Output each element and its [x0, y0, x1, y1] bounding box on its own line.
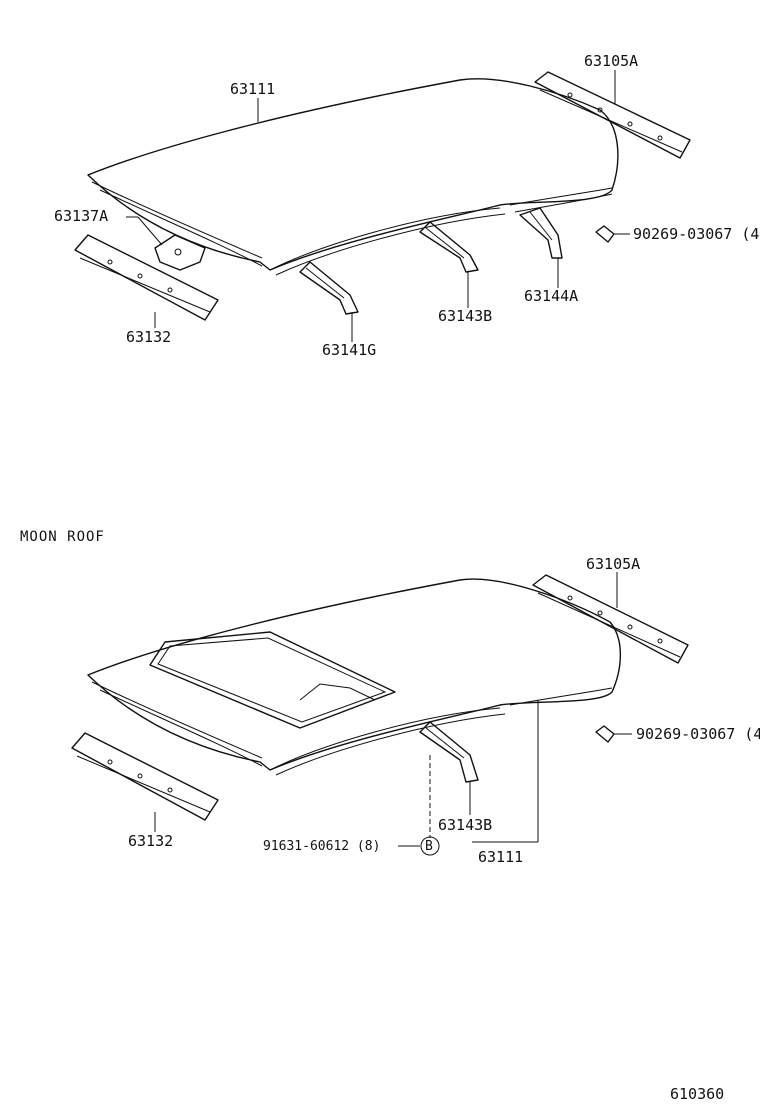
- top-bracket: [154, 234, 206, 271]
- moon-label-front-rail: 63132: [128, 832, 174, 850]
- moon-label-screw-ref: B: [425, 839, 433, 854]
- moon-rear-rail: [532, 574, 689, 664]
- top-center-brace: [299, 261, 359, 315]
- top-label-center-brace: 63141G: [322, 341, 377, 359]
- top-leaders: [126, 70, 630, 342]
- moon-label-screw: 91631-60612 (8): [263, 839, 381, 854]
- moon-clip: [595, 725, 615, 743]
- top-label-roof-panel: 63111: [230, 80, 276, 98]
- moon-label-clip: 90269-03067 (4): [636, 725, 760, 743]
- top-roof-bow-b: [419, 221, 479, 273]
- moon-front-rail: [71, 732, 219, 821]
- moon-label-roof-panel: 63111: [478, 848, 524, 866]
- moon-label-roof-bow-b: 63143B: [438, 816, 493, 834]
- top-label-rear-rail: 63105A: [584, 52, 639, 70]
- top-roof-panel: [87, 78, 619, 276]
- top-label-clip: 90269-03067 (4): [633, 225, 760, 243]
- top-label-front-rail: 63132: [126, 328, 172, 346]
- figure-code: 610360: [670, 1085, 725, 1103]
- moon-roof-panel: [87, 578, 621, 776]
- top-label-bracket: 63137A: [54, 207, 109, 225]
- top-label-roof-bow-a: 63144A: [524, 287, 579, 305]
- top-rear-rail: [534, 71, 691, 159]
- screw-ref-circle: [420, 836, 440, 856]
- top-roof-bow-a: [519, 207, 563, 259]
- moon-label-rear-rail: 63105A: [586, 555, 641, 573]
- top-clip: [595, 225, 615, 243]
- top-label-roof-bow-b: 63143B: [438, 307, 493, 325]
- moon-roof-bow-b: [419, 721, 479, 783]
- top-front-rail: [74, 234, 219, 321]
- moon-leaders: [154, 572, 632, 856]
- section-title-moon-roof: MOON ROOF: [20, 529, 105, 545]
